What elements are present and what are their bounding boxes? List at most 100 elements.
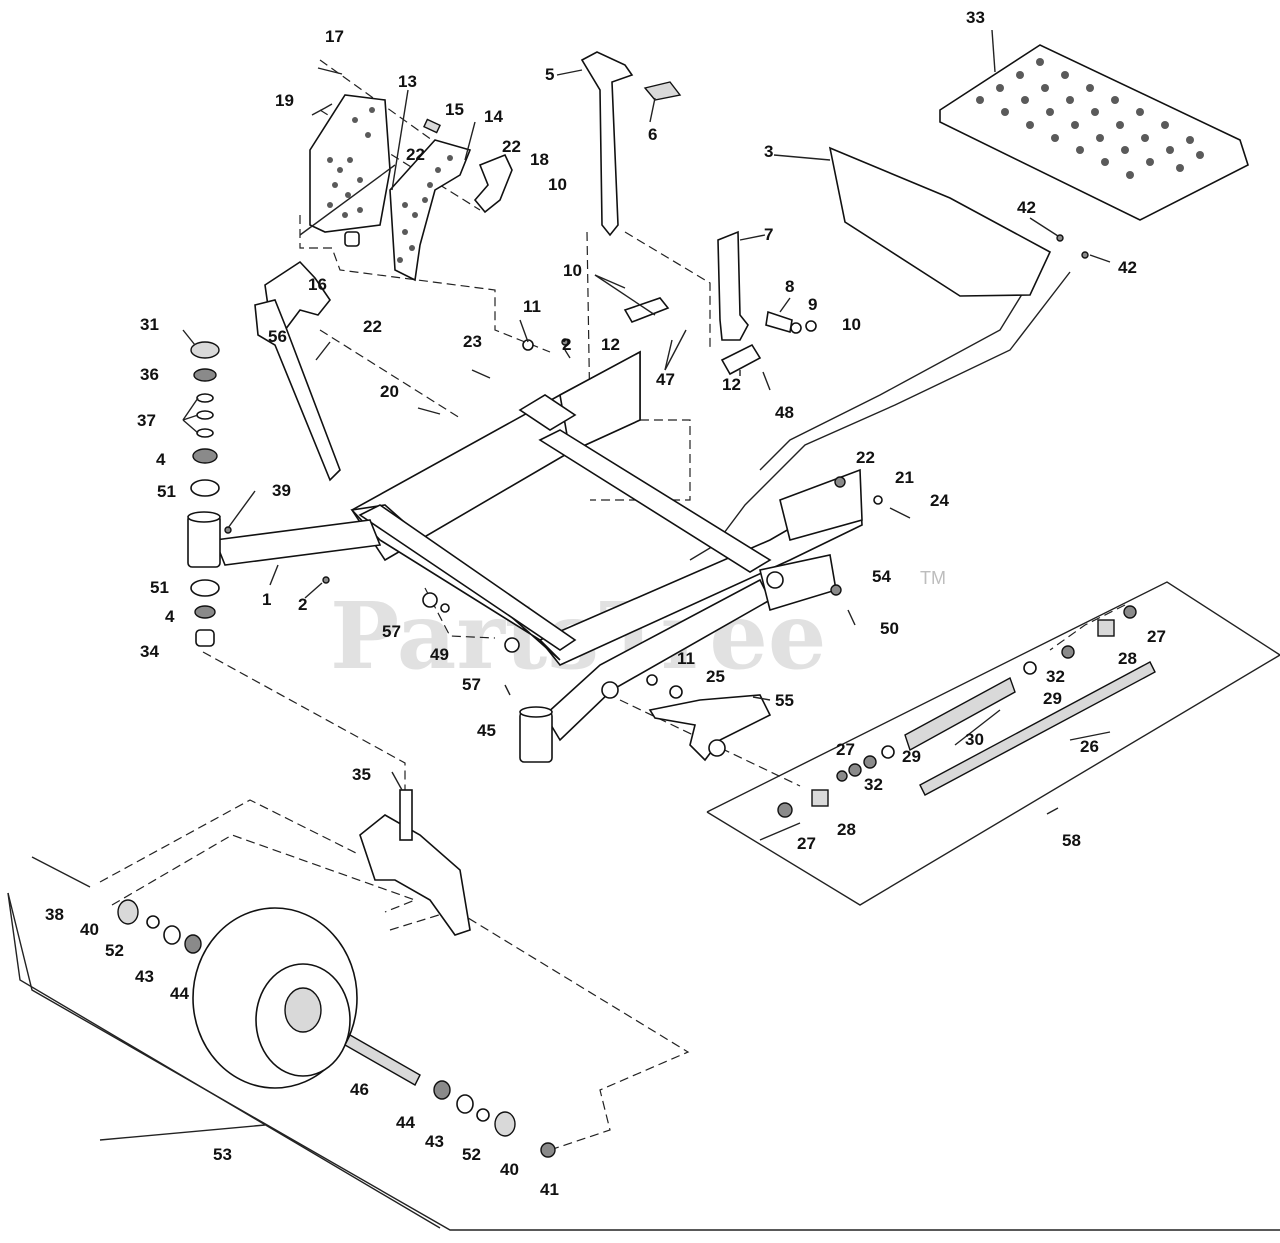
callout: 9 (808, 295, 817, 314)
callout: 28 (1118, 649, 1137, 668)
callout: 6 (648, 125, 657, 144)
plate-33 (939, 44, 1249, 221)
nut-27b (777, 802, 793, 818)
callout: 57 (382, 622, 401, 641)
bolt-50 (847, 609, 856, 626)
bracket-12b (720, 343, 762, 376)
fork-35 (359, 814, 471, 936)
callout: 46 (350, 1080, 369, 1099)
callout: 36 (140, 365, 159, 384)
fender-plates (309, 67, 513, 282)
callout: 25 (706, 667, 725, 686)
washer-37a (196, 393, 214, 403)
block-28b (811, 789, 829, 807)
spring-30 (904, 676, 1016, 752)
callout: 10 (548, 175, 567, 194)
fender-dash-2 (319, 329, 461, 419)
washer-37b (196, 410, 214, 420)
callout-labels: 1 2 2 3 4 4 5 6 7 8 9 10 10 10 11 11 12 … (45, 8, 1166, 1199)
pedal-arm-7 (717, 230, 749, 341)
callout: 44 (170, 984, 189, 1003)
washer-9 (790, 322, 802, 334)
wheel-dash-3 (389, 909, 690, 1151)
callout: 33 (966, 8, 985, 27)
linkages (254, 260, 772, 762)
washer-21 (873, 495, 883, 505)
callout: 58 (1062, 831, 1081, 850)
callout: 44 (396, 1113, 415, 1132)
callout: 43 (425, 1132, 444, 1151)
bearing-4-top (192, 448, 218, 464)
spacer-16 (344, 231, 360, 247)
callout: 19 (275, 91, 294, 110)
callout: 8 (785, 277, 794, 296)
wheel-dash-1 (99, 799, 361, 883)
pedal-arm-5 (580, 51, 634, 237)
nut-10 (805, 320, 817, 332)
watermark-tm: TM (920, 568, 946, 588)
callout: 11 (523, 297, 541, 316)
callout: 39 (272, 481, 291, 500)
rod-26 (919, 661, 1156, 796)
callout: 22 (406, 145, 425, 164)
nut-36 (193, 368, 217, 382)
fitting-2a (561, 338, 569, 346)
fork-stem-35 (399, 789, 413, 841)
callout: 17 (325, 27, 344, 46)
frame-bracket (518, 394, 577, 431)
plate-3 (828, 146, 1052, 297)
caster-stack (190, 341, 220, 647)
callout: 27 (836, 740, 855, 759)
block-28a (1097, 619, 1115, 637)
callout: 22 (856, 448, 875, 467)
ring-49 (440, 603, 450, 613)
spacer-40a (117, 899, 139, 925)
spring-assembly-outline (706, 581, 1280, 906)
leader-lines (99, 29, 1111, 1141)
right-side-bracket (779, 468, 863, 541)
callout: 12 (722, 375, 741, 394)
frame-right-rail (538, 486, 863, 666)
pin-45 (504, 684, 511, 696)
callout: 7 (764, 225, 773, 244)
callout: 35 (352, 765, 371, 784)
nut-32b (848, 763, 862, 777)
washer-29b (881, 745, 895, 759)
fender-dash (299, 215, 551, 353)
bushing-52a (146, 915, 160, 929)
callout: 4 (156, 450, 166, 469)
nut-22c (834, 476, 846, 488)
fender-plate-14 (389, 139, 472, 282)
callout: 23 (463, 332, 482, 351)
callout: 26 (1080, 737, 1099, 756)
seal-34 (195, 629, 215, 647)
bolt-20 (417, 407, 441, 415)
caster-dash (202, 651, 406, 800)
pin-19 (311, 103, 333, 116)
bearing-44a (184, 934, 202, 954)
callout: 47 (656, 370, 675, 389)
left-caster-tube-top (187, 511, 221, 523)
callout: 12 (601, 335, 620, 354)
pedal-dash (586, 231, 691, 501)
bracket-18 (473, 153, 513, 214)
spacer-40b (494, 1111, 516, 1137)
callout: 13 (398, 72, 417, 91)
frame-left-rail-end (559, 350, 641, 454)
callout: 10 (563, 261, 582, 280)
callout: 48 (775, 403, 794, 422)
nut-41 (540, 1142, 556, 1158)
race-51-bottom (190, 579, 220, 597)
callout: 52 (462, 1145, 481, 1164)
callout: 18 (530, 150, 549, 169)
callout: 22 (363, 317, 382, 336)
small-hardware (224, 234, 1089, 699)
washer-37c (196, 428, 214, 438)
callout: 40 (80, 920, 99, 939)
spring-assembly (777, 605, 1156, 818)
main-frame (187, 350, 863, 763)
bolt-17 (317, 67, 343, 75)
frame-cross-bar (358, 504, 577, 651)
callout: 32 (1046, 667, 1065, 686)
